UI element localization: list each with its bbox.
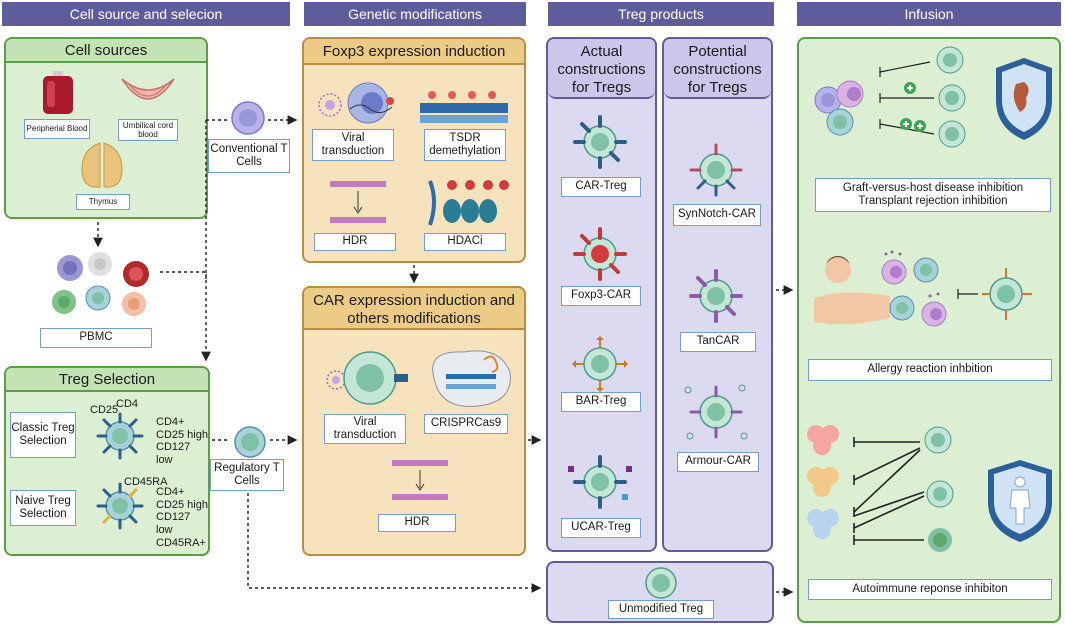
bar-treg-label: BAR-Treg bbox=[561, 392, 641, 412]
naive-selection-label: Naive Treg Selection bbox=[10, 490, 76, 526]
autoimmune-label: Autoimmune reponse inhibiton bbox=[808, 579, 1052, 600]
gvhd-text: Graft-versus-host disease inhibition bbox=[842, 181, 1024, 194]
foxp3-hdr-label: HDR bbox=[314, 233, 396, 251]
potential-title: Potential constructions for Tregs bbox=[664, 39, 771, 99]
car-treg-icon bbox=[573, 115, 627, 169]
classic-selection-label: Classic Treg Selection bbox=[10, 412, 76, 458]
unmodified-treg-icon bbox=[645, 567, 677, 599]
umbilical-cord-label: Umbilical cord blood bbox=[118, 119, 178, 141]
synnotch-car-icon bbox=[689, 143, 743, 197]
hdaci-icon bbox=[428, 180, 509, 226]
unmodified-treg-label: Unmodified Treg bbox=[608, 600, 714, 619]
classic-markers: CD4+ CD25 high CD127 low bbox=[156, 416, 208, 467]
cd4-marker-label: CD4 bbox=[116, 398, 139, 410]
tancar-icon bbox=[689, 269, 743, 323]
header-genetic-modifications: Genetic modifications bbox=[304, 2, 526, 26]
pbmc-label: PBMC bbox=[40, 328, 152, 348]
peripheral-blood-label: Peripherial Blood bbox=[24, 119, 90, 139]
car-treg-label: CAR-Treg bbox=[561, 177, 641, 197]
hdr-icon bbox=[330, 181, 386, 223]
ucar-treg-label: UCAR-Treg bbox=[561, 518, 641, 538]
naive-marker-cd25: CD25 high bbox=[156, 498, 208, 511]
header-treg-products: Treg products bbox=[548, 2, 774, 26]
pbmc-cells-icon bbox=[52, 252, 149, 316]
regulatory-t-cell-icon bbox=[234, 426, 266, 458]
synnotch-car-label: SynNotch-CAR bbox=[673, 204, 761, 226]
naive-marker-cd127: CD127 low bbox=[156, 511, 191, 536]
car-viral-transduction-icon bbox=[326, 351, 408, 405]
actual-title: Actual constructions for Tregs bbox=[548, 39, 655, 99]
gvhd-scene-icon bbox=[814, 46, 1052, 148]
classic-treg-cell-icon bbox=[96, 412, 144, 460]
gvhd-label: Graft-versus-host disease inhibition Tra… bbox=[815, 178, 1051, 212]
tancar-label: TanCAR bbox=[680, 332, 756, 352]
armour-car-label: Armour-CAR bbox=[677, 452, 759, 472]
header-infusion: Infusion bbox=[797, 2, 1061, 26]
treg-selection-panel: Treg Selection Classic Treg Selection CD… bbox=[4, 366, 210, 556]
classic-marker-cd4: CD4+ bbox=[156, 416, 185, 428]
crispr-label: CRISPRCas9 bbox=[424, 414, 508, 434]
foxp3-car-label: Foxp3-CAR bbox=[561, 286, 641, 306]
armour-car-icon bbox=[684, 384, 748, 440]
cell-sources-panel: Cell sources Peripherial Blood Umbilical… bbox=[4, 37, 208, 219]
naive-markers: CD4+ CD25 high CD127 low CD45RA+ bbox=[156, 486, 208, 549]
foxp3-car-icon bbox=[573, 227, 627, 281]
foxp3-panel: Foxp3 expression induction Viral transdu… bbox=[302, 37, 526, 263]
classic-marker-cd25: CD25 high bbox=[156, 428, 208, 441]
car-hdr-label: HDR bbox=[378, 514, 456, 532]
cd25-marker-label: CD25 bbox=[90, 404, 119, 416]
hdaci-label: HDACi bbox=[424, 233, 506, 251]
conventional-t-cell-icon bbox=[231, 101, 265, 135]
car-panel: CAR expression induction and others modi… bbox=[302, 286, 526, 556]
regulatory-t-cells-label: Regulatory T Cells bbox=[210, 459, 284, 491]
thymus-label: Thymus bbox=[76, 194, 130, 210]
allergy-label: Allergy reaction inhbition bbox=[808, 359, 1052, 381]
cd45ra-marker-label: CD45RA bbox=[124, 476, 168, 488]
transplant-text: Transplant rejection inhibition bbox=[858, 195, 1008, 207]
foxp3-viral-label: Viral transduction bbox=[312, 129, 394, 161]
car-panel-title: CAR expression induction and others modi… bbox=[304, 288, 524, 330]
treg-selection-title: Treg Selection bbox=[6, 368, 208, 392]
allergy-scene-icon bbox=[814, 250, 1032, 327]
viral-transduction-icon bbox=[318, 82, 394, 124]
header-cell-source: Cell source and selecion bbox=[2, 2, 290, 26]
classic-marker-cd127: CD127 low bbox=[156, 441, 191, 466]
cell-sources-title: Cell sources bbox=[6, 39, 206, 63]
autoimmune-scene-icon bbox=[807, 425, 1052, 552]
tsdr-label: TSDR demethylation bbox=[424, 129, 506, 161]
naive-marker-cd4: CD4+ bbox=[156, 486, 185, 498]
naive-treg-cell-icon bbox=[96, 482, 144, 530]
ucar-treg-icon bbox=[568, 455, 632, 509]
umbilical-cord-icon bbox=[121, 78, 175, 100]
blood-bag-icon bbox=[43, 71, 73, 114]
crispr-cas9-icon bbox=[432, 350, 511, 407]
naive-marker-cd45ra: CD45RA+ bbox=[156, 536, 206, 549]
tsdr-demethylation-icon bbox=[420, 91, 508, 123]
car-hdr-icon bbox=[392, 460, 448, 500]
thymus-icon bbox=[81, 142, 123, 188]
foxp3-panel-title: Foxp3 expression induction bbox=[304, 39, 524, 65]
bar-treg-icon bbox=[572, 336, 628, 392]
car-viral-label: Viral transduction bbox=[324, 414, 406, 444]
conventional-t-cells-label: Conventional T Cells bbox=[208, 139, 290, 173]
